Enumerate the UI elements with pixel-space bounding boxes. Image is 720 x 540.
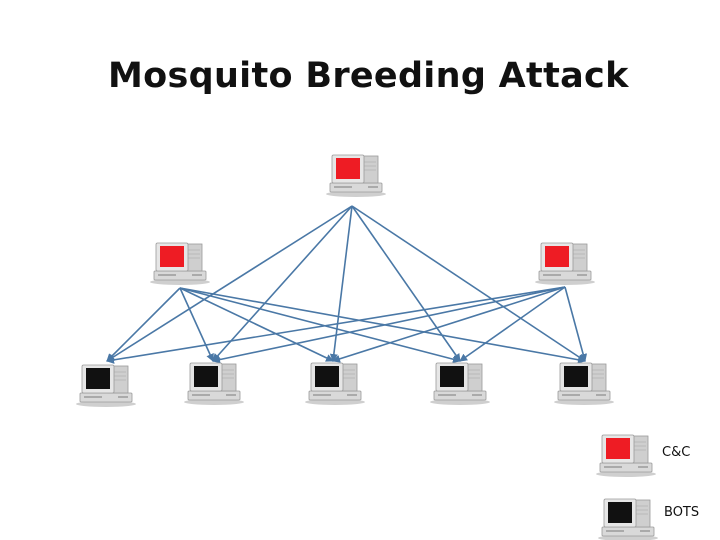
bot-computer-icon (183, 362, 245, 406)
link-right-bot1 (106, 286, 566, 364)
slide-title: Mosquito Breeding Attack (108, 56, 629, 96)
cnc-computer-icon (149, 242, 211, 286)
link-right-bot5 (564, 286, 588, 362)
bot-computer-icon (553, 362, 615, 406)
link-right-bot2 (212, 286, 566, 364)
legend-cnc-icon (595, 434, 657, 478)
link-top-bot5 (351, 205, 586, 362)
cnc-computer-icon (325, 154, 387, 198)
cnc-computer-icon (534, 242, 596, 286)
link-left-bot4 (179, 287, 461, 364)
link-left-bot3 (179, 287, 334, 362)
link-top-bot1 (106, 205, 353, 362)
bot-computer-icon (304, 362, 366, 406)
bot-computer-icon (75, 364, 137, 408)
links (106, 205, 588, 364)
legend-bots-label: BOTS (664, 505, 700, 520)
legend-bots-icon (597, 498, 659, 540)
link-right-bot4 (459, 286, 566, 362)
link-left-bot1 (106, 287, 181, 362)
link-right-bot3 (332, 286, 566, 363)
link-top-bot2 (212, 205, 353, 362)
legend-cnc-label: C&C (662, 445, 691, 460)
bot-computer-icon (429, 362, 491, 406)
link-left-bot2 (179, 287, 214, 362)
link-top-bot3 (329, 205, 353, 362)
link-left-bot5 (179, 287, 586, 364)
